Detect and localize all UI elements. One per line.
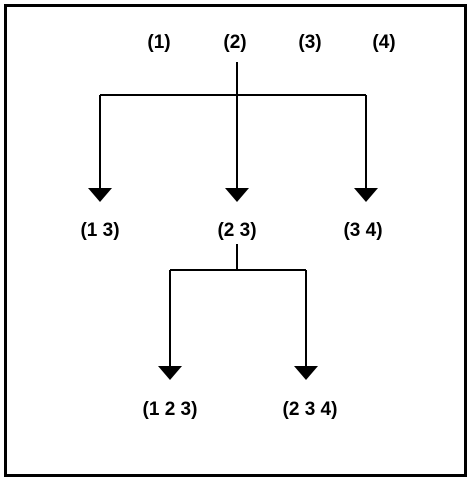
arrowhead-13 (88, 188, 112, 202)
node-label-1-2-3: (1 2 3) (142, 399, 198, 420)
node-label-1-3: (1 3) (80, 220, 120, 241)
node-label-4: (4) (372, 32, 396, 53)
arrowhead-23 (225, 188, 249, 202)
node-label-2-3: (2 3) (217, 220, 257, 241)
node-label-2: (2) (223, 32, 247, 53)
node-label-3: (3) (298, 32, 322, 53)
arrowhead-123 (158, 366, 182, 380)
arrowhead-34 (354, 188, 378, 202)
node-label-1: (1) (147, 32, 171, 53)
diagram-frame (4, 4, 467, 477)
node-label-3-4: (3 4) (343, 220, 383, 241)
node-label-2-3-4: (2 3 4) (282, 399, 338, 420)
arrowhead-234 (294, 366, 318, 380)
